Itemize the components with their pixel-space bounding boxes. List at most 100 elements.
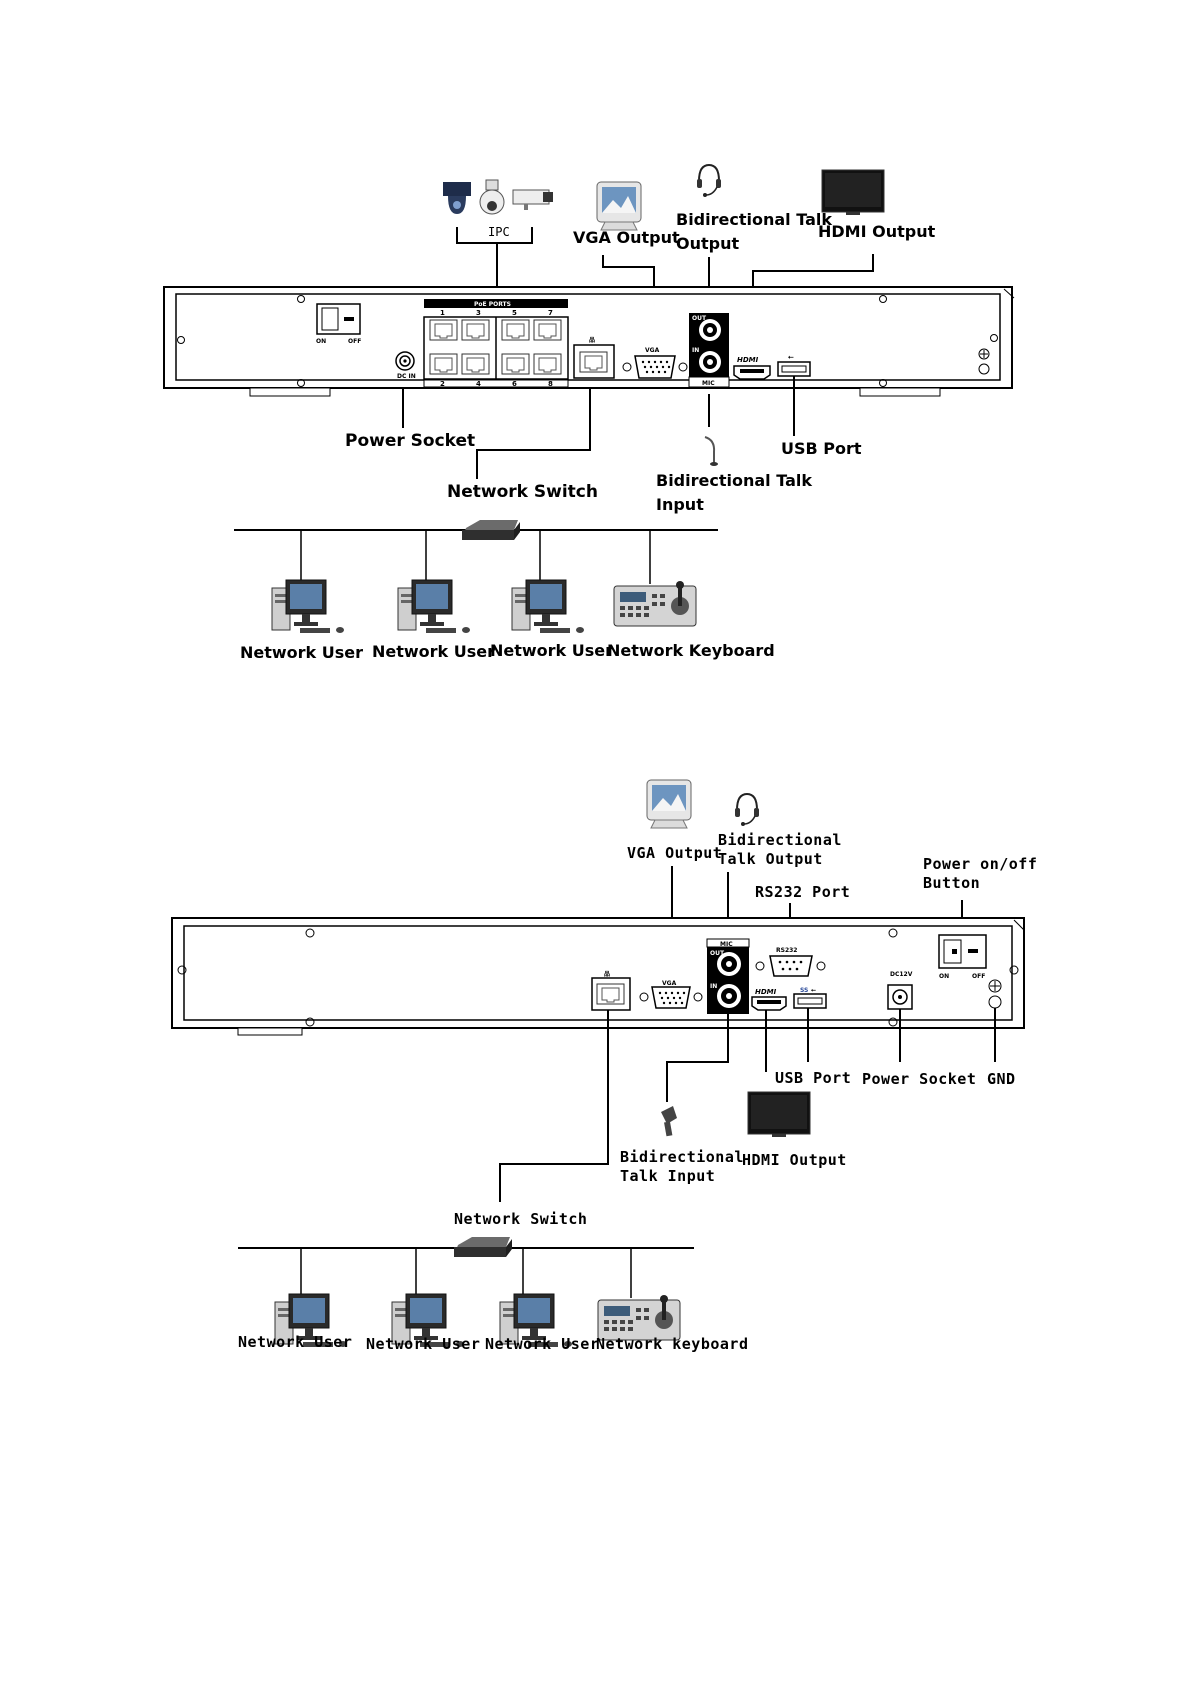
bottom-hdmi-output-label: HDMI Output <box>742 1151 847 1169</box>
diagram-bottom: VGA Output Bidirectional Talk Output RS2… <box>171 779 1037 1353</box>
top-talk-input-label-2: Input <box>656 495 704 514</box>
bottom-network-switch-icon <box>454 1237 512 1257</box>
network-icon: 品 <box>589 336 595 344</box>
poe-port-num-6: 6 <box>512 380 517 388</box>
bottom-audio-out-jack[interactable] <box>717 952 741 976</box>
bottom-usb-icon: ⭠ <box>811 987 816 994</box>
bottom-vga-port-label: VGA <box>662 980 677 987</box>
top-hdmi-output-label: HDMI Output <box>818 222 936 241</box>
poe-port-4[interactable] <box>461 353 490 375</box>
diagram-top: IPC VGA Output Bidirectional Talk Output… <box>163 164 1015 662</box>
bottom-power-switch[interactable]: ON OFF <box>938 934 987 980</box>
box-camera-icon <box>512 189 553 210</box>
poe-port-num-5: 5 <box>512 309 517 317</box>
bottom-network-keyboard-icon <box>597 1294 681 1341</box>
poe-port-7[interactable] <box>533 319 562 341</box>
top-talk-output-label-2: Output <box>676 234 739 253</box>
bottom-hdmi-port[interactable]: HDMI <box>751 988 787 1011</box>
top-network-line <box>476 388 591 479</box>
bottom-network-switch-label: Network Switch <box>454 1210 587 1228</box>
bottom-switch-on-label: ON <box>939 973 949 980</box>
bottom-gnd-label: GND <box>987 1070 1016 1088</box>
bottom-rs232-label: RS232 Port <box>755 883 850 901</box>
bottom-hdmi-tv-icon <box>747 1091 811 1138</box>
bottom-talk-input-label-1: Bidirectional <box>620 1148 744 1166</box>
bottom-vga-monitor-icon <box>646 779 692 829</box>
top-network-user-2-icon <box>397 579 471 634</box>
ipc-bracket <box>456 227 533 244</box>
bottom-mic-label: MIC <box>720 941 733 948</box>
top-dc-in-jack[interactable]: DC IN <box>395 351 416 380</box>
bottom-microphone-icon <box>661 1106 677 1137</box>
bottom-rs232-port[interactable]: RS232 <box>755 947 826 977</box>
top-audio-out-label: OUT <box>692 315 707 322</box>
top-audio-block: OUT IN MIC <box>688 313 730 388</box>
poe-port-num-1: 1 <box>440 309 445 317</box>
bottom-talk-input-line <box>666 1008 729 1102</box>
top-usb-port[interactable]: ⭠ <box>777 353 811 377</box>
poe-port-num-2: 2 <box>440 380 445 388</box>
poe-port-3[interactable] <box>461 319 490 341</box>
poe-port-5[interactable] <box>501 319 530 341</box>
bottom-power-button-label-2: Button <box>923 874 980 892</box>
top-mic-label: MIC <box>702 380 715 387</box>
bottom-gnd-terminal[interactable] <box>988 979 1002 1009</box>
bottom-network-user-2-label: Network User <box>366 1335 480 1353</box>
ipc-label: IPC <box>488 225 510 239</box>
poe-port-num-8: 8 <box>548 380 553 388</box>
bottom-audio-block: MIC OUT IN <box>706 938 750 1014</box>
poe-port-2[interactable] <box>429 353 458 375</box>
bottom-talk-output-label-1: Bidirectional <box>718 831 842 849</box>
bottom-headset-icon <box>734 793 760 827</box>
bottom-vga-port[interactable]: VGA <box>639 980 703 1009</box>
top-poe-port-block: PoE PORTS 1 3 5 7 2 4 6 8 <box>423 299 569 388</box>
top-hdmi-port[interactable]: HDMI <box>733 356 771 380</box>
top-network-user-1-icon <box>271 579 345 634</box>
top-hdmi-port-label: HDMI <box>737 356 759 364</box>
poe-port-6[interactable] <box>501 353 530 375</box>
bottom-network-user-3-label: Network User <box>485 1335 599 1353</box>
bottom-talk-input-label-2: Talk Input <box>620 1167 715 1185</box>
bottom-power-button-label-1: Power on/off <box>923 855 1037 873</box>
top-talk-input-label-1: Bidirectional Talk <box>656 471 812 490</box>
microphone-icon <box>704 436 718 466</box>
top-dc-in-label: DC IN <box>397 373 416 380</box>
top-audio-in-jack[interactable] <box>699 351 721 373</box>
bottom-audio-out-label: OUT <box>710 950 725 957</box>
poe-port-1[interactable] <box>429 319 458 341</box>
top-network-user-3-icon <box>511 579 585 634</box>
top-switch-off-label: OFF <box>348 338 361 345</box>
top-network-user-3-label: Network User <box>490 641 613 660</box>
top-network-user-1-label: Network User <box>240 643 363 662</box>
top-audio-in-label: IN <box>692 347 699 354</box>
bottom-dc12v-label: DC12V <box>890 971 913 978</box>
bottom-usb-port[interactable]: SS ⭠ <box>793 987 827 1009</box>
bottom-network-icon: 品 <box>604 970 610 978</box>
bottom-audio-in-label: IN <box>710 983 717 990</box>
hdmi-tv-icon <box>821 169 885 216</box>
bottom-dc12v-jack[interactable]: DC12V <box>887 971 913 1010</box>
bottom-network-keyboard-label: Network keyboard <box>596 1335 749 1353</box>
poe-port-num-4: 4 <box>476 380 481 388</box>
poe-port-8[interactable] <box>533 353 562 375</box>
top-lan-port[interactable]: 品 <box>573 336 615 379</box>
top-network-keyboard-label: Network Keyboard <box>607 641 775 660</box>
bottom-audio-in-jack[interactable] <box>717 984 741 1008</box>
bottom-lan-port[interactable]: 品 <box>591 970 631 1011</box>
top-gnd-terminal[interactable] <box>978 348 990 375</box>
vga-monitor-icon <box>596 181 642 231</box>
top-audio-out-jack[interactable] <box>699 319 721 341</box>
top-power-socket-label: Power Socket <box>345 431 475 451</box>
bottom-switch-off-label: OFF <box>972 973 985 980</box>
top-usb-port-label: USB Port <box>781 439 862 458</box>
bottom-usb-port-label: USB Port <box>775 1069 851 1087</box>
headset-icon <box>696 164 722 198</box>
bottom-hdmi-port-label: HDMI <box>755 988 777 996</box>
top-power-switch[interactable]: ON OFF <box>316 303 361 345</box>
dome-camera-icon <box>443 182 471 214</box>
top-talk-output-label-1: Bidirectional Talk <box>676 210 832 229</box>
top-vga-port[interactable]: VGA <box>622 347 688 379</box>
bottom-power-socket-label: Power Socket <box>862 1070 976 1088</box>
